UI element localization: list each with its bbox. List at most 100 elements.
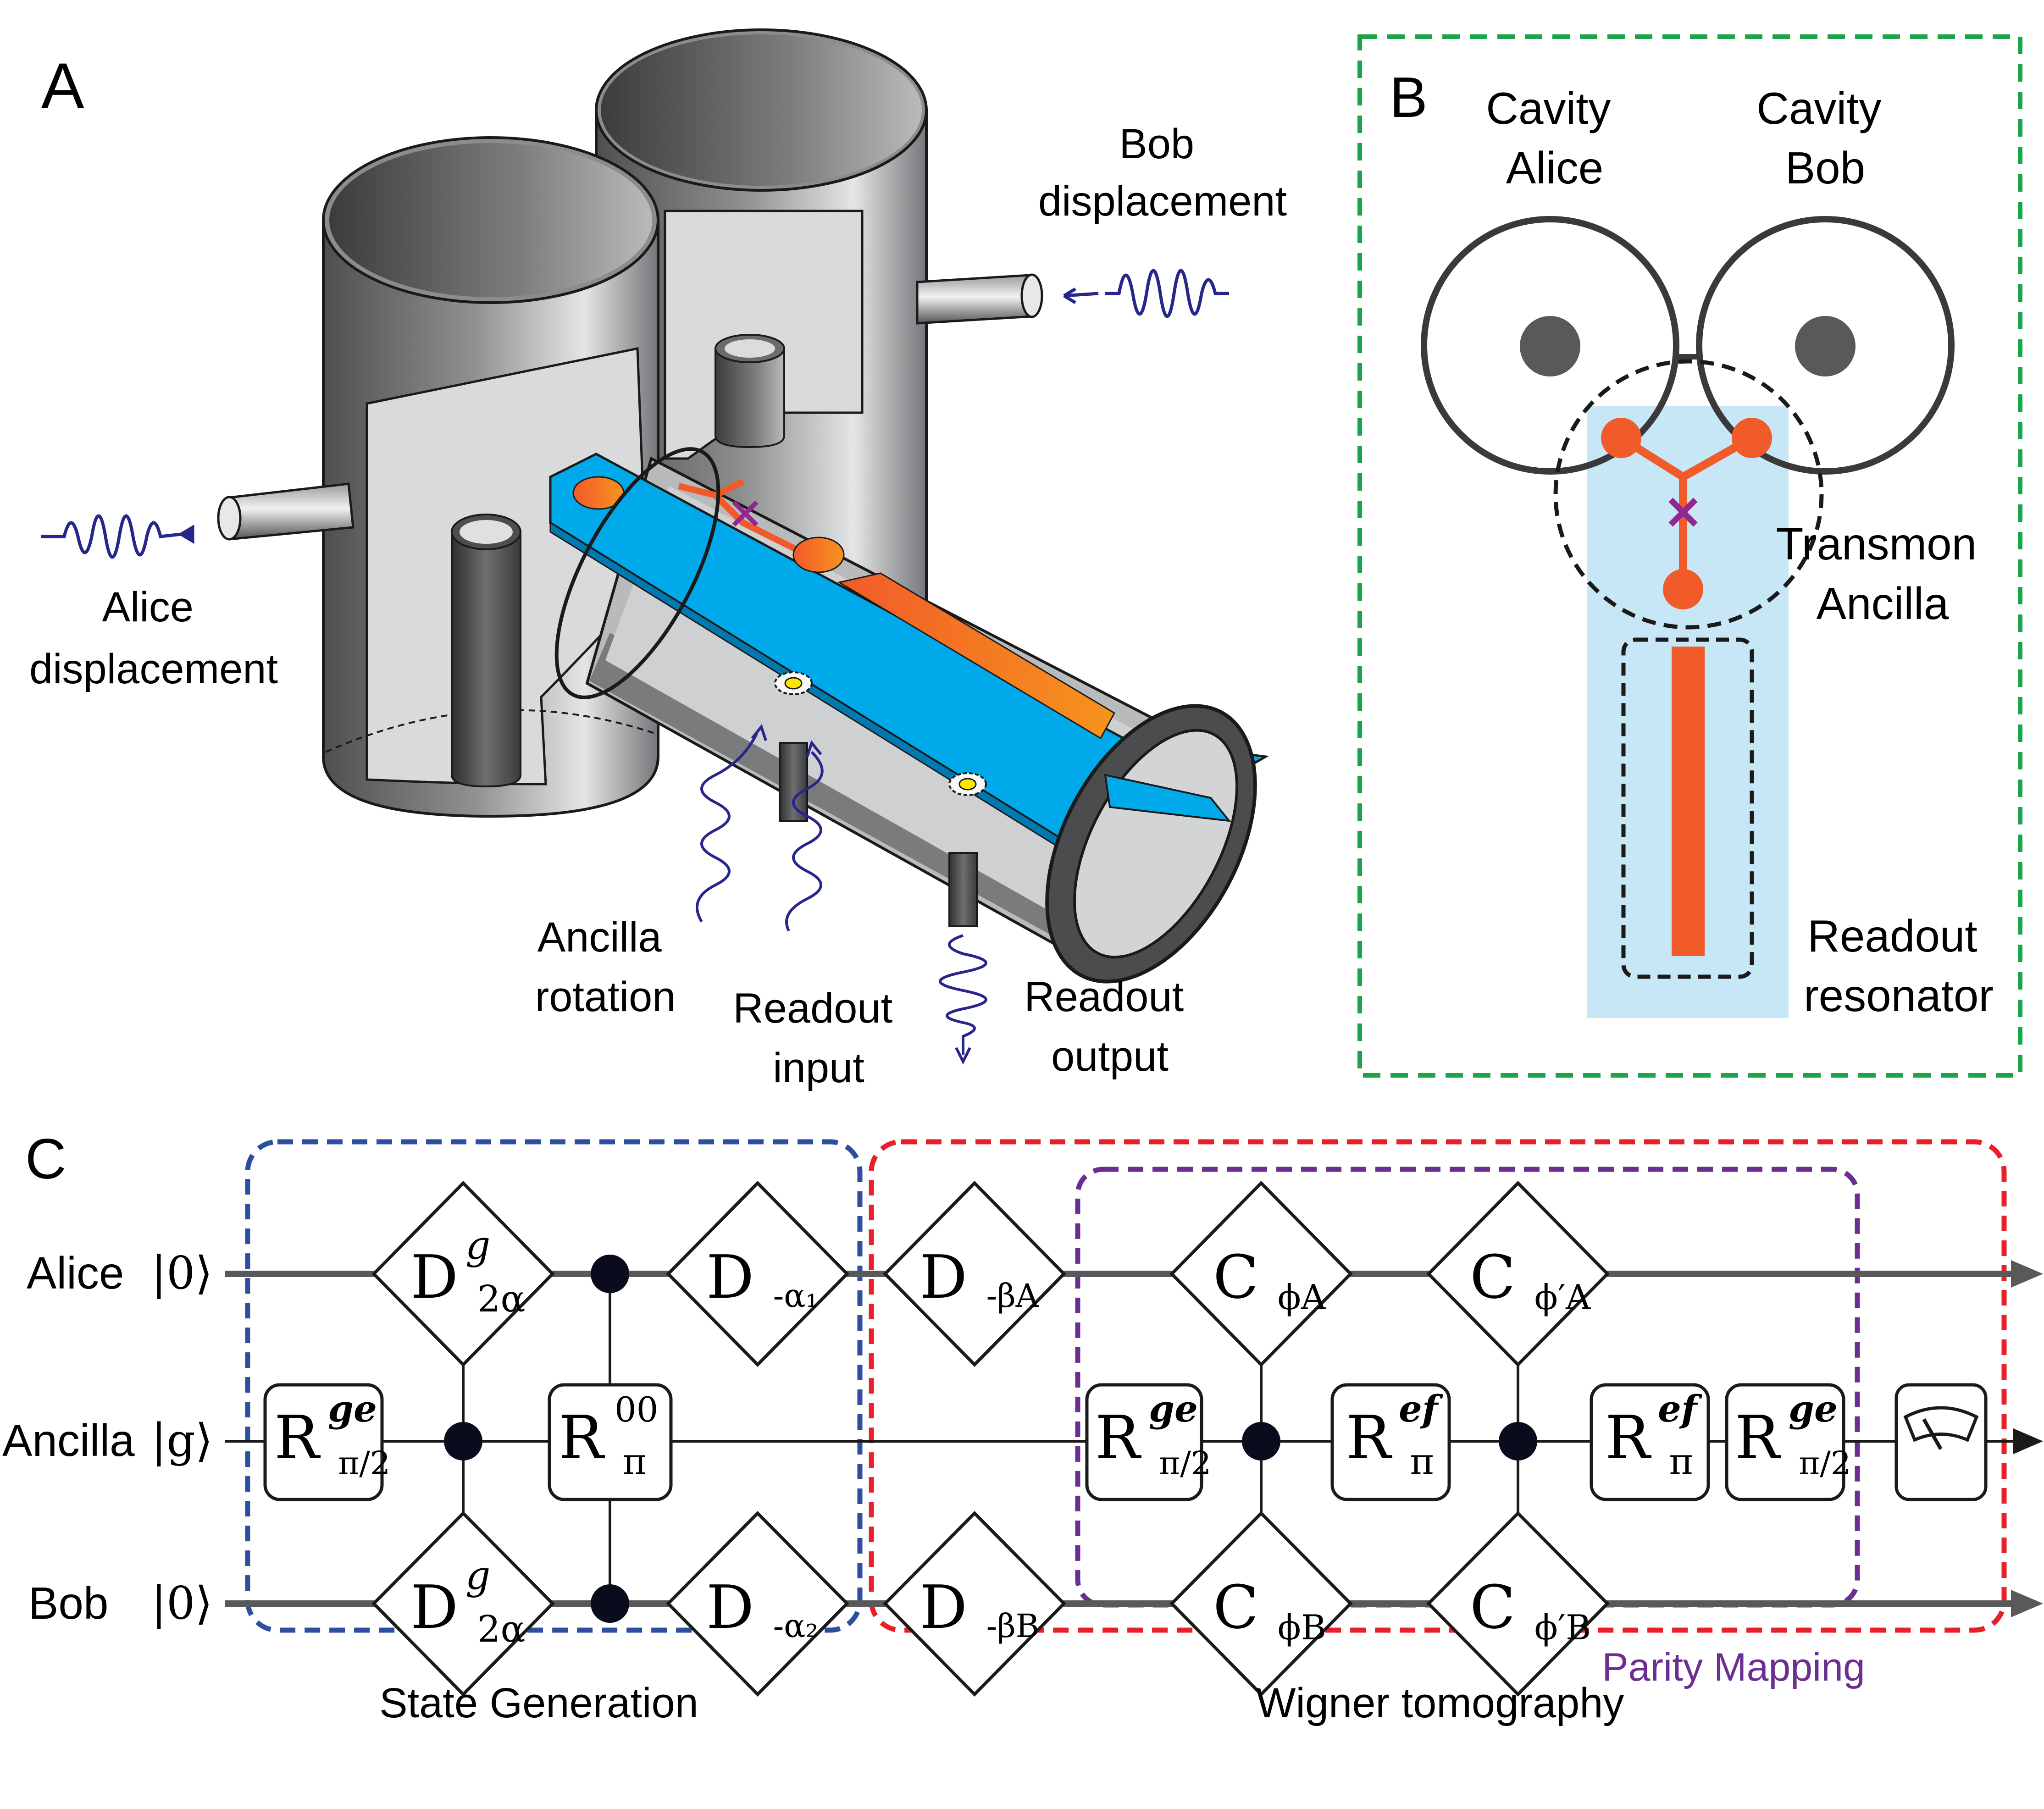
- gate-r-ge-half-2: R π/2: [1735, 1403, 1851, 1482]
- transmon-label: Transmon Ancilla: [1776, 519, 1989, 629]
- transmon-line2: Ancilla: [1817, 578, 1949, 629]
- gate-d-2alpha-bob: D 2α: [410, 1572, 525, 1650]
- gate-c-phiA-prime: C ϕ′A: [1470, 1242, 1591, 1317]
- control-dot-state-gen: [444, 1422, 482, 1460]
- parity-mapping-label: Parity Mapping: [1602, 1645, 1865, 1689]
- cavity-alice-line2: Alice: [1506, 143, 1603, 193]
- gate-r-ef-2-sup: ef: [1658, 1387, 1702, 1430]
- ancilla-rotation-line2: rotation: [535, 974, 676, 1020]
- state-generation-label: State Generation: [379, 1680, 698, 1726]
- readout-resonator-line2: resonator: [1804, 970, 1994, 1021]
- gate-r-ef-1: R π: [1346, 1403, 1434, 1483]
- cavity-bob-label: Cavity Bob: [1756, 83, 1894, 193]
- transmon: [1601, 418, 1772, 609]
- readout-resonator: [1672, 647, 1705, 956]
- alice-displacement-line2: displacement: [29, 646, 278, 692]
- panel-b-letter: B: [1390, 66, 1428, 129]
- bob-displacement-label: Bob displacement: [1038, 121, 1287, 225]
- readout-output-line2: output: [1051, 1033, 1169, 1080]
- readout-resonator-label: Readout resonator: [1804, 911, 1994, 1021]
- gate-d-minus-alpha2: D -α₂: [706, 1572, 819, 1645]
- cavity-alice-label: Cavity Alice: [1486, 83, 1623, 193]
- gate-r-ef-2: R π: [1605, 1403, 1693, 1483]
- bob-displacement-line2: displacement: [1038, 178, 1287, 225]
- readout-output-label: Readout output: [1024, 974, 1195, 1080]
- wigner-tomography-box: [869, 1139, 2007, 1633]
- gate-c-phiA: C ϕA: [1213, 1242, 1326, 1317]
- diamond-gates: [371, 1181, 1610, 1697]
- bob-wire-ket: |0⟩: [151, 1577, 213, 1630]
- readout-input-pulse: [785, 740, 824, 932]
- readout-input-line1: Readout: [733, 985, 892, 1032]
- ancilla-wire-ket: |g⟩: [151, 1415, 213, 1467]
- bob-wire-arrow: [2011, 1590, 2043, 1617]
- panel-a: A Bob displacement Alice displacement An…: [29, 28, 1287, 1091]
- gate-c-phiB-prime: C ϕ′B: [1470, 1572, 1591, 1648]
- wigner-tomography-label: Wigner tomography: [1256, 1680, 1624, 1726]
- readout-tube: [549, 447, 1269, 984]
- control-dot-alice: [591, 1255, 629, 1293]
- readout-resonator-line1: Readout: [1807, 911, 1978, 961]
- bob-wire-name: Bob: [28, 1578, 108, 1628]
- parity-mapping-box: [1075, 1167, 1860, 1608]
- wire-labels: Alice |0⟩ Ancilla |g⟩ Bob |0⟩: [2, 1247, 213, 1630]
- panel-b: B Cavity Alice Cavity Bob Transmon Ancil…: [1357, 34, 2022, 1078]
- panel-c-letter: C: [25, 1128, 66, 1191]
- control-dot-parity-1: [1242, 1422, 1280, 1460]
- readout-output-pulse: [939, 934, 987, 1065]
- ancilla-rotation-line1: Ancilla: [537, 914, 662, 961]
- alice-cavity: [322, 136, 659, 818]
- cavity-bob-line1: Cavity: [1756, 83, 1881, 133]
- gate-r-ge-half-1: R π/2: [1095, 1403, 1211, 1482]
- gate-r-ge-half-2-sup: ge: [1789, 1387, 1838, 1430]
- state-generation-box: [245, 1139, 863, 1633]
- gate-c-phiB: C ϕB: [1213, 1572, 1326, 1648]
- bob-displacement-pulse: [1063, 269, 1229, 318]
- ancilla-rotation-label: Ancilla rotation: [535, 914, 676, 1020]
- cavity-alice-post: [1520, 316, 1580, 376]
- alice-displacement-label: Alice displacement: [29, 584, 278, 692]
- cavity-bob-post: [1795, 316, 1856, 376]
- square-gates: [263, 1383, 1845, 1501]
- panel-b-border: [1357, 34, 2022, 1078]
- gate-r-half-ge-sg-sup: ge: [328, 1387, 377, 1430]
- transmon-region: [1553, 359, 1824, 630]
- alice-wire-arrow: [2011, 1260, 2043, 1288]
- gate-r-half-ge-sg: R π/2: [274, 1403, 390, 1482]
- readout-output-line1: Readout: [1024, 974, 1184, 1020]
- ancilla-wire-name: Ancilla: [2, 1415, 135, 1466]
- panel-a-letter: A: [41, 50, 84, 122]
- alice-coupler-pipe: [217, 482, 355, 541]
- ancilla-rotation-pulse: [696, 724, 767, 923]
- readout-region: [1621, 637, 1754, 979]
- gate-d-minus-betaA: D -βA: [920, 1242, 1040, 1315]
- control-dot-bob: [591, 1584, 629, 1623]
- cavity-alice-line1: Cavity: [1486, 83, 1611, 133]
- bob-displacement-line1: Bob: [1119, 121, 1194, 167]
- transmon-line1: Transmon: [1776, 519, 1977, 569]
- gate-d-2alpha-bob-sup: g: [465, 1553, 490, 1599]
- readout-input-line2: input: [773, 1045, 864, 1091]
- gate-r-pi-00: R π: [559, 1403, 647, 1483]
- gate-d-minus-alpha1: D -α₁: [706, 1242, 819, 1315]
- ancilla-wire-arrow: [2013, 1428, 2043, 1454]
- gate-d-2alpha-alice: D 2α: [410, 1242, 525, 1320]
- measurement-meter: [1894, 1383, 1988, 1501]
- gate-r-pi-00-sup: 00: [615, 1389, 658, 1430]
- gate-labels: D 2α g D 2α g D -α₁ D -α₂ D -: [274, 1223, 1851, 1650]
- cavity-bob-outline: [1696, 216, 1955, 475]
- alice-wire-ket: |0⟩: [151, 1247, 213, 1300]
- alice-displacement-line1: Alice: [102, 584, 194, 631]
- alice-wire-name: Alice: [27, 1248, 124, 1298]
- cavity-alice-outline: [1421, 216, 1679, 475]
- control-dot-parity-2: [1499, 1422, 1537, 1460]
- gate-r-ge-half-1-sup: ge: [1149, 1387, 1198, 1430]
- cavity-bob-line2: Bob: [1785, 143, 1865, 193]
- readout-input-label: Readout input: [733, 985, 904, 1091]
- meter-needle-icon: [1922, 1418, 1943, 1450]
- panel-c: C Alice |0⟩ Ancilla |g⟩ Bob |0⟩: [2, 1128, 2043, 1726]
- gate-d-minus-betaB: D -βB: [920, 1572, 1039, 1645]
- alice-displacement-pulse: [41, 514, 194, 559]
- bob-coupler-pipe: [916, 273, 1043, 325]
